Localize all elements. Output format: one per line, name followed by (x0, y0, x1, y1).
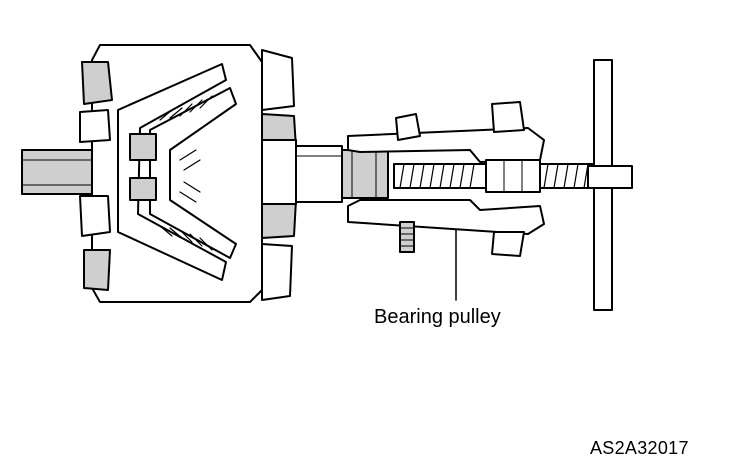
forcing-screw (393, 159, 595, 193)
bearing-sleeve (295, 145, 343, 203)
rotor-body (79, 44, 297, 303)
callout-label-bearing-pulley: Bearing pulley (374, 306, 501, 328)
bearing (341, 149, 389, 199)
t-handle (587, 59, 633, 311)
puller-jaws (347, 101, 545, 257)
figure-code: AS2A32017 (590, 438, 689, 458)
